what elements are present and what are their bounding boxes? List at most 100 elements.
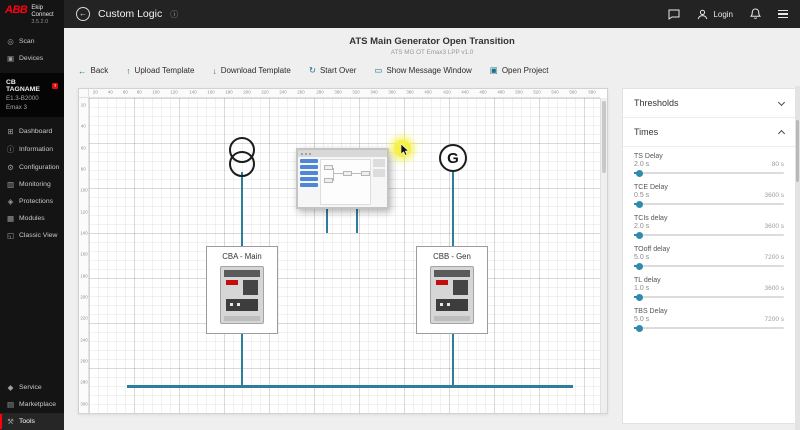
abb-logo: ABB xyxy=(5,4,28,16)
slider-handle[interactable] xyxy=(636,262,643,270)
slider-group: TCIs delay 2.0 s 3600 s xyxy=(634,215,784,239)
ruler-label: 20 xyxy=(92,90,98,96)
ruler-label: 220 xyxy=(261,90,269,96)
slider-track[interactable] xyxy=(634,169,784,177)
slider-handle[interactable] xyxy=(636,200,643,208)
dashboard-icon: ⊞ xyxy=(7,127,14,137)
breaker-label: CBB - Gen xyxy=(433,252,471,261)
slider-value: 1.0 s xyxy=(634,285,650,292)
sidebar-item[interactable]: ▥ Monitoring xyxy=(0,176,64,193)
sidebar-item-label: Service xyxy=(19,384,42,391)
device-family: Emax 3 xyxy=(6,104,27,112)
sidebar-item[interactable]: ⊞ Dashboard xyxy=(0,123,64,140)
toolbar-button[interactable]: ← Back xyxy=(78,66,108,76)
slider-label: TL delay xyxy=(634,277,661,284)
scan-icon: ◎ xyxy=(7,37,14,47)
sidebar-item[interactable]: ◆ Service xyxy=(0,379,64,396)
wire-window-stub-1 xyxy=(326,209,328,233)
sidebar-item[interactable]: ⓘ Information xyxy=(0,140,64,159)
generator-symbol[interactable]: G xyxy=(439,144,467,172)
ruler-label: 560 xyxy=(569,90,578,96)
sidebar-item-label: Devices xyxy=(19,55,44,63)
ruler-label: 280 xyxy=(79,381,88,386)
wire-window-stub-2 xyxy=(356,209,358,233)
slider-group: TS Delay 2.0 s 80 s xyxy=(634,153,784,177)
ruler-label: 520 xyxy=(533,90,541,96)
sidebar-item[interactable]: ▦ Modules xyxy=(0,210,64,227)
toolbar-button-label: Download Template xyxy=(220,66,291,75)
window-icon: ▭ xyxy=(374,65,383,75)
ruler-label: 160 xyxy=(79,253,88,258)
classic-view-icon: ◱ xyxy=(6,231,15,241)
slider-handle[interactable] xyxy=(636,293,643,301)
sidebar-item[interactable]: ◱ Classic View xyxy=(0,227,64,244)
slider-track[interactable] xyxy=(634,324,784,332)
sidebar-item[interactable]: ◈ Protections xyxy=(0,193,64,210)
slider-track[interactable] xyxy=(634,200,784,208)
sidebar-item-label: Monitoring xyxy=(19,181,51,189)
sidebar-item-label: Dashboard xyxy=(19,128,53,136)
toolbar-button[interactable]: ↻ Start Over xyxy=(309,65,357,76)
user-icon xyxy=(696,8,709,21)
ruler-label: 300 xyxy=(334,90,342,96)
slider-value: 5.0 s xyxy=(634,316,650,323)
ruler-label: 260 xyxy=(79,359,88,365)
slider-track[interactable] xyxy=(634,293,784,301)
sidebar-top-nav: ◎ Scan ▣ Devices xyxy=(0,33,64,67)
slider-track[interactable] xyxy=(634,231,784,239)
page-scrollbar[interactable] xyxy=(795,86,800,430)
ruler-label: 80 xyxy=(137,90,143,96)
feedback-icon[interactable] xyxy=(667,8,680,21)
back-button[interactable]: ← xyxy=(76,7,90,21)
slider-label: TCIs delay xyxy=(634,215,668,222)
toolbar-button[interactable]: ↓ Download Template xyxy=(212,66,290,76)
ruler-label: 220 xyxy=(79,317,88,322)
ruler-label: 480 xyxy=(497,90,505,96)
sidebar-item-label: Marketplace xyxy=(19,401,57,408)
slider-track[interactable] xyxy=(634,262,784,270)
section-thresholds[interactable]: Thresholds xyxy=(623,89,795,118)
toolbar-button[interactable]: ▣ Open Project xyxy=(490,65,549,76)
device-block[interactable]: CB TAGNAME ! E1.3-B2000 Emax 3 xyxy=(0,73,64,118)
breaker-node-cba[interactable]: CBA - Main xyxy=(206,246,278,334)
section-times[interactable]: Times xyxy=(623,118,795,147)
sidebar-item-label: Information xyxy=(19,146,54,154)
login-label: Login xyxy=(713,9,733,19)
sidebar-bottom-nav: ◆ Service ▤ Marketplace ⚒ Tools xyxy=(0,379,64,430)
breaker-image xyxy=(220,266,264,324)
slider-handle[interactable] xyxy=(636,231,643,239)
ruler-label: 260 xyxy=(297,90,305,96)
notifications-bell-icon[interactable] xyxy=(749,8,762,21)
grid-area[interactable]: G CBA - Main CBB - Gen xyxy=(89,98,600,413)
slider-handle[interactable] xyxy=(636,324,643,332)
page-scrollbar-thumb[interactable] xyxy=(796,120,799,182)
toolbar-button[interactable]: ↑ Upload Template xyxy=(126,66,194,76)
breaker-node-cbb[interactable]: CBB - Gen xyxy=(416,246,488,334)
canvas-scrollbar-thumb[interactable] xyxy=(602,101,606,173)
toolbar-button[interactable]: ▭ Show Message Window xyxy=(374,65,471,76)
transformer-symbol[interactable] xyxy=(229,137,255,179)
ruler-label: 240 xyxy=(279,90,287,96)
ruler-label: 340 xyxy=(370,90,378,96)
canvas-scrollbar[interactable] xyxy=(600,98,607,413)
sidebar-item[interactable]: ⚒ Tools xyxy=(0,413,64,430)
slider-group: TOoff delay 5.0 s 7200 s xyxy=(634,246,784,270)
sidebar-item[interactable]: ⚙ Configuration xyxy=(0,159,64,176)
menu-hamburger-icon[interactable] xyxy=(778,9,788,19)
ruler-label: 140 xyxy=(79,231,88,237)
breaker-image xyxy=(430,266,474,324)
slider-value: 0.5 s xyxy=(634,192,650,199)
monitoring-icon: ▥ xyxy=(6,180,15,190)
info-icon[interactable]: ⓘ xyxy=(170,9,179,19)
sidebar-item[interactable]: ▣ Devices xyxy=(0,50,64,67)
ruler-label: 460 xyxy=(479,90,487,96)
sidebar-item[interactable]: ◎ Scan xyxy=(0,33,64,50)
canvas-toolbar: ← Back ↑ Upload Template ↓ Download Temp… xyxy=(78,65,800,76)
slider-handle[interactable] xyxy=(636,169,643,177)
sidebar-item[interactable]: ▤ Marketplace xyxy=(0,396,64,413)
breaker-label: CBA - Main xyxy=(222,252,262,261)
login-button[interactable]: Login xyxy=(696,8,733,21)
embedded-screenshot-window[interactable] xyxy=(296,148,389,209)
